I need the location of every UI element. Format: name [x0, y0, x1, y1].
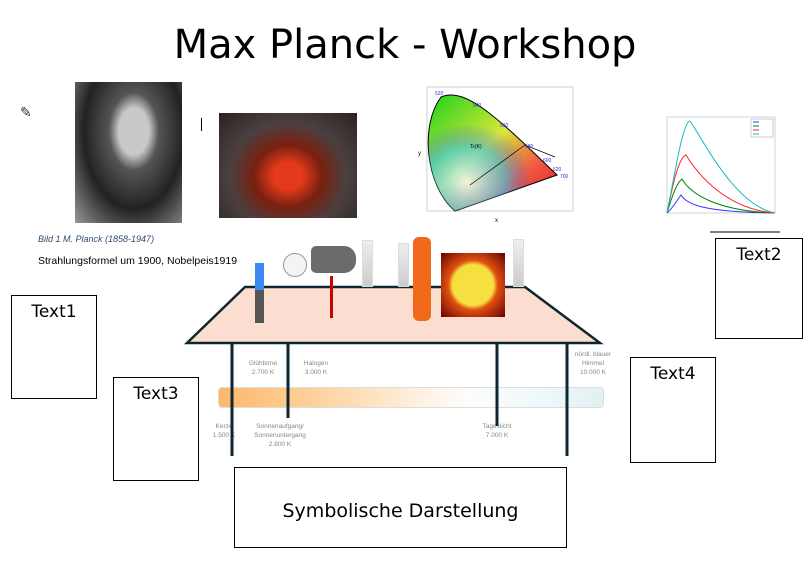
text2-box[interactable]: Text2 [715, 238, 803, 339]
text3-box[interactable]: Text3 [113, 377, 199, 481]
text-cursor-icon [201, 118, 202, 131]
tc-label: Tc(K) [470, 144, 482, 150]
text1-box[interactable]: Text1 [11, 295, 97, 399]
image-caption: Bild 1 M. Planck (1858-1947) [38, 234, 155, 244]
sensor-icon [513, 239, 524, 287]
wavelength-label: 520 [435, 91, 444, 97]
black-body-cylinder-icon [311, 246, 356, 273]
glowing-coals-image [219, 113, 357, 218]
infrared-thermometer-icon [413, 237, 431, 321]
color-temperature-bar [218, 387, 604, 408]
sun-image [441, 253, 505, 317]
x-axis-label: x [495, 218, 498, 224]
wavelength-label: 620 [553, 167, 562, 173]
wavelength-label: 540 [473, 103, 482, 109]
sensor-icon [362, 240, 373, 287]
subtitle-text: Strahlungsformel um 1900, Nobelpeis1919 [38, 255, 238, 267]
red-rod-icon [330, 276, 333, 318]
portrait-image [75, 82, 182, 223]
wavelength-label: 580 [525, 144, 534, 150]
slide-title: Max Planck - Workshop [173, 22, 637, 68]
text4-box[interactable]: Text4 [630, 357, 716, 463]
sensor-icon [398, 243, 409, 287]
wavelength-label: 700 [560, 174, 569, 180]
wavelength-label: 560 [500, 123, 509, 129]
light-bulb-icon [283, 253, 307, 277]
wavelength-label: 600 [543, 158, 552, 164]
pen-icon[interactable]: ✎ [20, 104, 32, 120]
y-axis-label: y [418, 151, 421, 157]
symbolic-representation-box[interactable]: Symbolische Darstellung [234, 467, 567, 548]
planck-radiation-chart [666, 116, 780, 233]
cie-chromaticity-chart: Tc(K) y x 520 540 560 580 600 620 700 [418, 86, 574, 224]
bunsen-burner-icon [255, 263, 264, 323]
